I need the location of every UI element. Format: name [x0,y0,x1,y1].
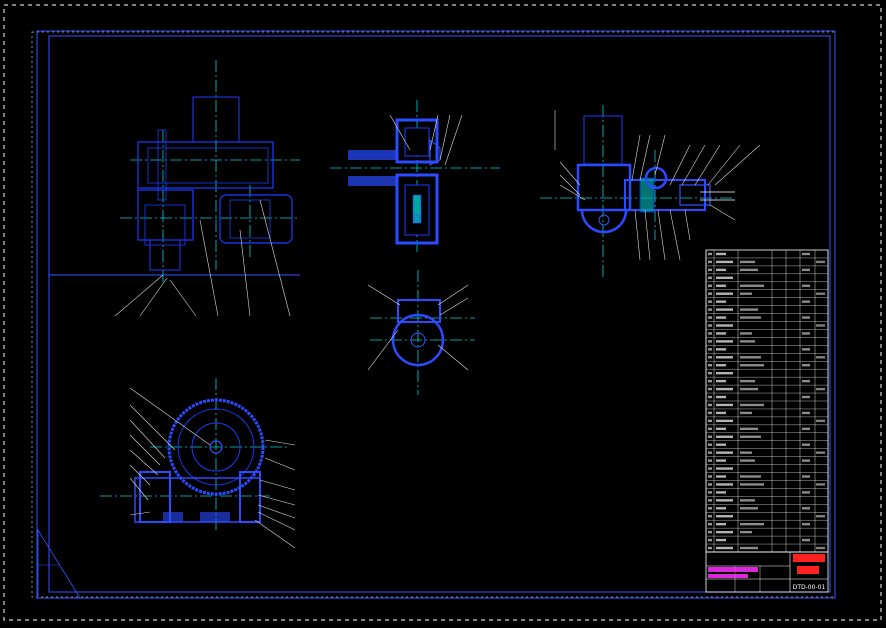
small-detail-view [367,270,475,395]
corner-layout-marker [37,528,81,599]
title-block: DTD-00-01 [705,551,829,593]
side-section-motor-mount [540,105,761,280]
section-view-gear-coupling [330,100,500,255]
viewport-frame [3,4,882,621]
parts-list-table [705,249,829,553]
front-assembly-view [49,60,300,317]
worm-gear-housing-view [100,378,296,549]
drawing-number: DTD-00-01 [793,584,826,591]
drawing-border [36,30,836,599]
